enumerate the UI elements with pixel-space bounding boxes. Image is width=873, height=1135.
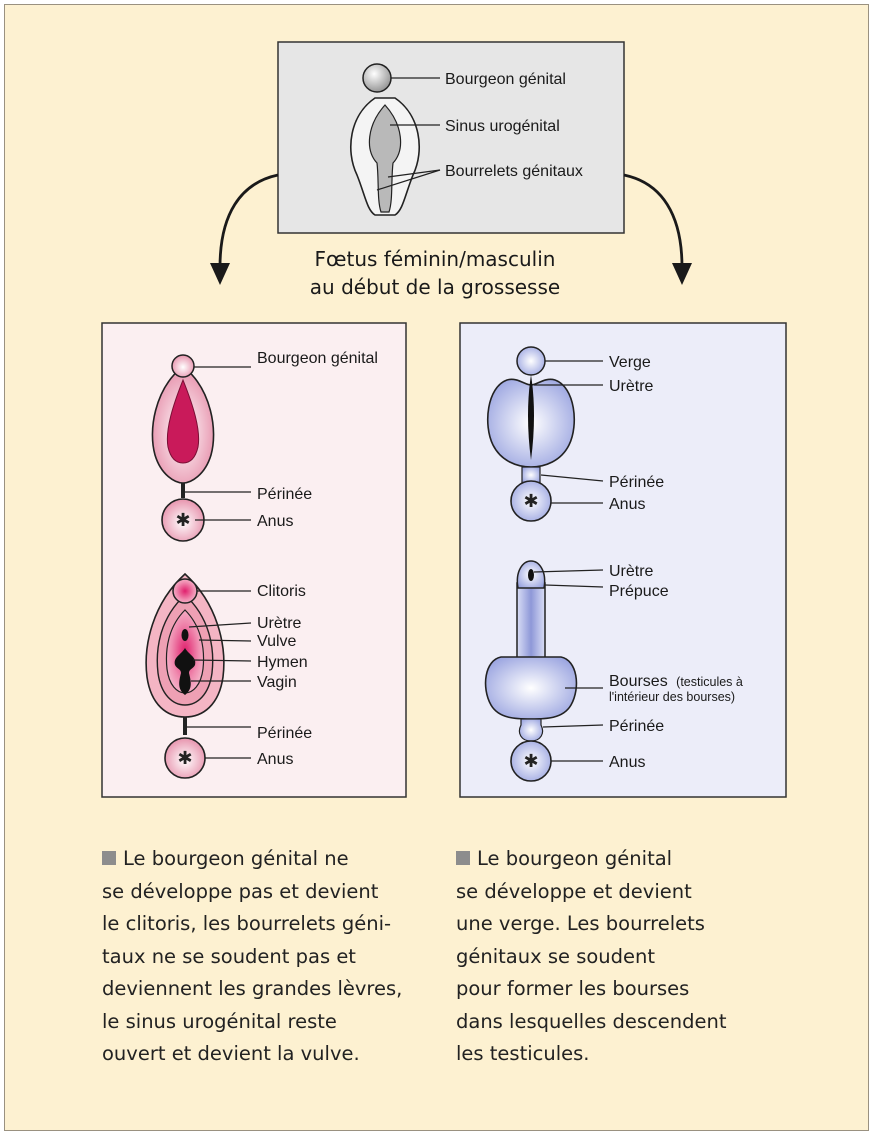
male-description: Le bourgeon génital se développe et devi… xyxy=(456,843,727,1071)
label-female-late-perineum: Périnée xyxy=(257,725,312,742)
male-desc-line-5: pour former les bourses xyxy=(456,973,727,1006)
svg-text:✱: ✱ xyxy=(523,751,538,772)
female-desc-line-1: Le bourgeon génital ne xyxy=(102,843,402,876)
female-box xyxy=(102,323,406,797)
female-desc-line-3: le clitoris, les bourrelets géni- xyxy=(102,908,402,941)
arrow-to-male xyxy=(624,175,682,267)
label-female-genital-tubercle: Bourgeon génital xyxy=(257,350,378,367)
square-bullet-icon xyxy=(102,851,116,865)
label-male-early-anus: Anus xyxy=(609,496,645,513)
label-hymen: Hymen xyxy=(257,654,308,671)
label-female-early-perineum: Périnée xyxy=(257,486,312,503)
label-male-late-perineum: Périnée xyxy=(609,718,664,735)
label-vulva: Vulve xyxy=(257,633,297,650)
male-desc-line-2: se développe et devient xyxy=(456,876,727,909)
label-penis: Verge xyxy=(609,354,651,371)
label-foreskin: Prépuce xyxy=(609,583,669,600)
label-female-urethra: Urètre xyxy=(257,615,302,632)
female-desc-line-6: le sinus urogénital reste xyxy=(102,1006,402,1039)
female-desc-line-2: se développe pas et devient xyxy=(102,876,402,909)
svg-text:✱: ✱ xyxy=(523,491,538,512)
label-male-early-perineum: Périnée xyxy=(609,474,664,491)
female-desc-line-4: taux ne se soudent pas et xyxy=(102,941,402,974)
label-clitoris: Clitoris xyxy=(257,583,306,600)
label-male-early-urethra: Urètre xyxy=(609,378,654,395)
female-desc-line-5: deviennent les grandes lèvres, xyxy=(102,973,402,1006)
label-vagina: Vagin xyxy=(257,674,297,691)
label-female-late-anus: Anus xyxy=(257,751,293,768)
male-desc-line-7: les testicules. xyxy=(456,1038,727,1071)
infographic-panel: Bourgeon génital Sinus urogénital Bourre… xyxy=(4,4,869,1131)
label-urogenital-sinus: Sinus urogénital xyxy=(445,118,560,135)
male-desc-line-4: génitaux se soudent xyxy=(456,941,727,974)
caption-line-2: au début de la grossesse xyxy=(245,273,625,301)
female-description: Le bourgeon génital ne se développe pas … xyxy=(102,843,402,1071)
male-desc-line-1: Le bourgeon génital xyxy=(456,843,727,876)
label-genital-folds: Bourrelets génitaux xyxy=(445,163,583,180)
arrow-to-female-head xyxy=(210,263,230,285)
label-scrotum: Bourses xyxy=(609,673,668,690)
label-scrotum-note-1: (testicules à xyxy=(676,675,743,689)
female-desc-line-7: ouvert et devient la vulve. xyxy=(102,1038,402,1071)
label-male-late-urethra: Urètre xyxy=(609,563,654,580)
svg-text:✱: ✱ xyxy=(175,510,190,531)
arrow-to-male-head xyxy=(672,263,692,285)
label-genital-tubercle: Bourgeon génital xyxy=(445,71,566,88)
label-scrotum-note-2: l'intérieur des bourses) xyxy=(609,690,735,704)
undifferentiated-caption: Fœtus féminin/masculin au début de la gr… xyxy=(245,245,625,301)
caption-line-1: Fœtus féminin/masculin xyxy=(245,245,625,273)
label-scrotum-line: Bourses (testicules à xyxy=(609,673,743,690)
label-male-late-anus: Anus xyxy=(609,754,645,771)
male-desc-line-6: dans lesquelles descendent xyxy=(456,1006,727,1039)
label-female-early-anus: Anus xyxy=(257,513,293,530)
male-desc-line-3: une verge. Les bourrelets xyxy=(456,908,727,941)
svg-text:✱: ✱ xyxy=(177,748,192,769)
square-bullet-icon xyxy=(456,851,470,865)
